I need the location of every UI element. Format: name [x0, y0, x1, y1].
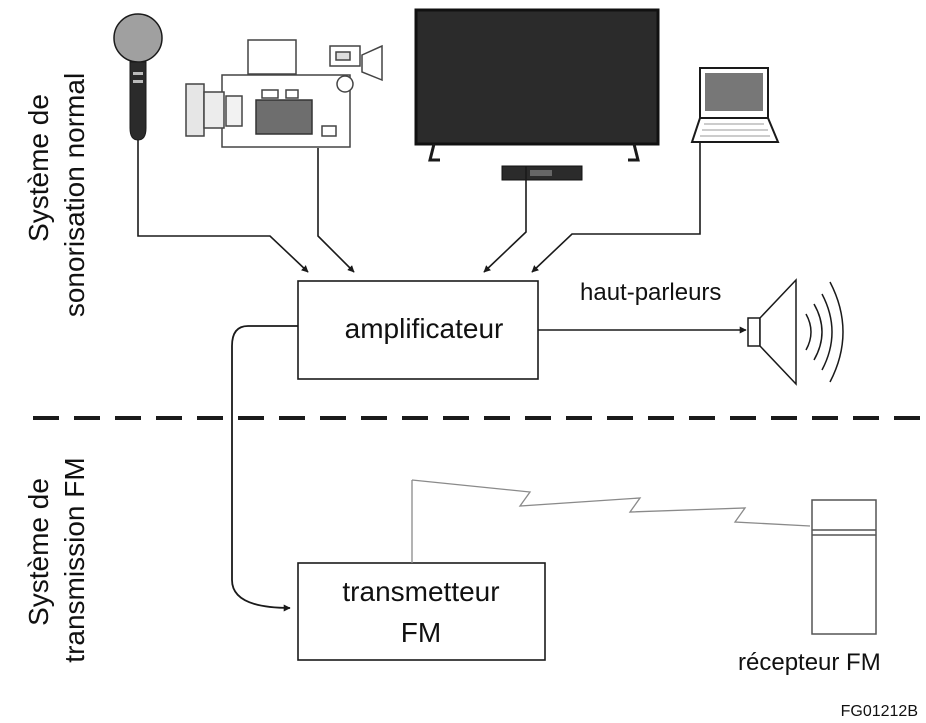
antenna-icon: [411, 479, 811, 563]
laptop-icon: [690, 67, 780, 143]
receiver-label: récepteur FM: [738, 649, 881, 676]
camcorder-connector: [317, 148, 355, 273]
television-icon: [414, 8, 660, 162]
input-connectors: [137, 140, 701, 273]
speakers-label: haut-parleurs: [580, 279, 721, 306]
amplifier-label: amplificateur: [345, 313, 504, 344]
receiver-device-icon: [811, 499, 877, 635]
bottom-section-label: Système de transmission FM: [23, 457, 90, 662]
bottom-section-label-line1: Système de: [23, 478, 54, 626]
transmitter-box: transmetteur FM: [297, 562, 546, 661]
camcorder-icon: [185, 39, 383, 148]
top-section-label-line1: Système de: [23, 94, 54, 242]
set-top-box-icon: [501, 165, 583, 181]
radio-signal-path: [411, 479, 811, 527]
figure-code: FG01212B: [841, 703, 918, 720]
amplifier-box: amplificateur: [297, 280, 539, 380]
microphone-connector: [137, 140, 309, 273]
transmitter-connector: [231, 325, 298, 612]
bottom-section-label-line2: transmission FM: [59, 457, 90, 662]
transmitter-label-line2: FM: [401, 617, 441, 648]
microphone-icon: [113, 13, 163, 141]
top-section-label-line2: sonorisation normal: [59, 73, 90, 317]
laptop-connector: [531, 142, 701, 273]
speaker-icon: [747, 278, 844, 386]
top-section-label: Système de sonorisation normal: [23, 73, 90, 317]
transmitter-label-line1: transmetteur: [342, 576, 499, 607]
television-connector: [483, 166, 527, 273]
